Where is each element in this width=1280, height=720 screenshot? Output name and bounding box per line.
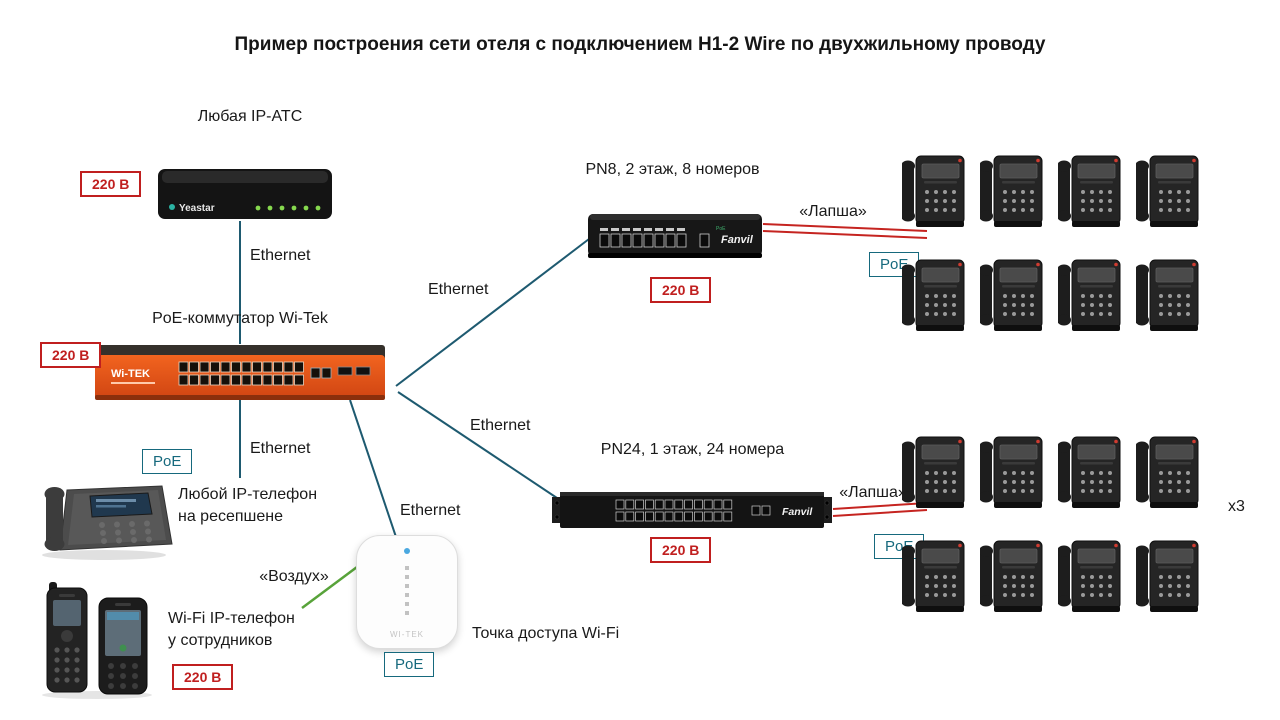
reception-phone-icon [42,485,173,560]
reception-phone-label-line1: Любой IP-телефон [178,486,318,503]
desk-phone-icon [902,537,966,615]
desk-phone-icon [1136,433,1200,511]
pn8-switch-device: PoE Fanvil [588,214,762,258]
link-switch-pn8 [395,238,590,387]
lapsha-label-floor2: «Лапша» [799,203,867,220]
reception-phone-label-line2: на ресепшене [178,508,284,525]
desk-phone-icon [1058,433,1122,511]
desk-phone-icon [1136,152,1200,230]
desk-phone-icon [980,537,1044,615]
desk-phone-icon [980,256,1044,334]
ethernet-label-reception: Ethernet [250,440,311,457]
desk-phone-icon [980,152,1044,230]
desk-phone-icon [1058,256,1122,334]
x3-label: x3 [1228,498,1245,515]
pn24-label: PN24, 1 этаж, 24 номера [600,441,785,458]
vozduh-label: «Воздух» [259,568,329,585]
diagram-title: Пример построения сети отеля с подключен… [234,34,1046,55]
power-badge-pn24: 220 В [650,537,712,563]
ip-pbx-device: Yeastar [158,169,332,219]
desk-phone-icon [1058,152,1122,230]
wifi-phone-label-line2: у сотрудников [168,632,273,649]
link-switch-ap [349,399,397,538]
fanvil-brand-label-pn8: Fanvil [721,234,754,246]
poe-badge-ap: PoE [384,652,435,677]
access-point-device: WI-TEK [356,535,458,649]
phone-grid-floor2 [902,152,1214,360]
pn8-label: PN8, 2 этаж, 8 номеров [585,161,760,178]
power-badge-wifi-phones: 220 В [172,664,234,690]
desk-phone-icon [1136,256,1200,334]
ethernet-label-ap: Ethernet [400,502,461,519]
power-badge-core-switch: 220 В [40,342,102,368]
desk-phone-icon [1136,537,1200,615]
desk-phone-icon [902,152,966,230]
pn24-switch-device: Fanvil [552,492,832,528]
ap-vent-slot [405,566,409,620]
desk-phone-icon [902,256,966,334]
lapsha-label-floor1: «Лапша» [839,484,907,501]
ip-pbx-label: Любая IP-АТС [197,108,303,125]
link-switch-pn24 [397,391,561,501]
wifi-handset-icons [42,582,152,699]
desk-phone-icon [1058,537,1122,615]
desk-phone-icon [902,433,966,511]
wifi-phone-label-line1: Wi-Fi IP-телефон [168,610,295,627]
phone-grid-floor1 [902,433,1214,641]
core-switch-label: PoE-коммутатор Wi-Tek [152,310,328,327]
yeastar-brand-label: Yeastar [179,203,215,214]
wi-tek-switch-device: Wi-TEK [95,345,385,400]
ap-status-led [404,548,410,554]
ethernet-label-pn8: Ethernet [428,281,489,298]
power-badge-pbx: 220 В [80,171,142,197]
svg-text:PoE: PoE [716,226,726,232]
fanvil-brand-label-pn24: Fanvil [782,506,813,518]
poe-badge-reception: PoE [142,449,193,474]
ethernet-label-pbx: Ethernet [250,247,311,264]
power-badge-pn8: 220 В [650,277,712,303]
access-point-label: Точка доступа Wi-Fi [472,625,620,642]
ap-brand-label: WI-TEK [390,630,424,639]
ethernet-label-pn24: Ethernet [470,417,531,434]
wi-tek-brand-label: Wi-TEK [111,368,150,380]
desk-phone-icon [980,433,1044,511]
